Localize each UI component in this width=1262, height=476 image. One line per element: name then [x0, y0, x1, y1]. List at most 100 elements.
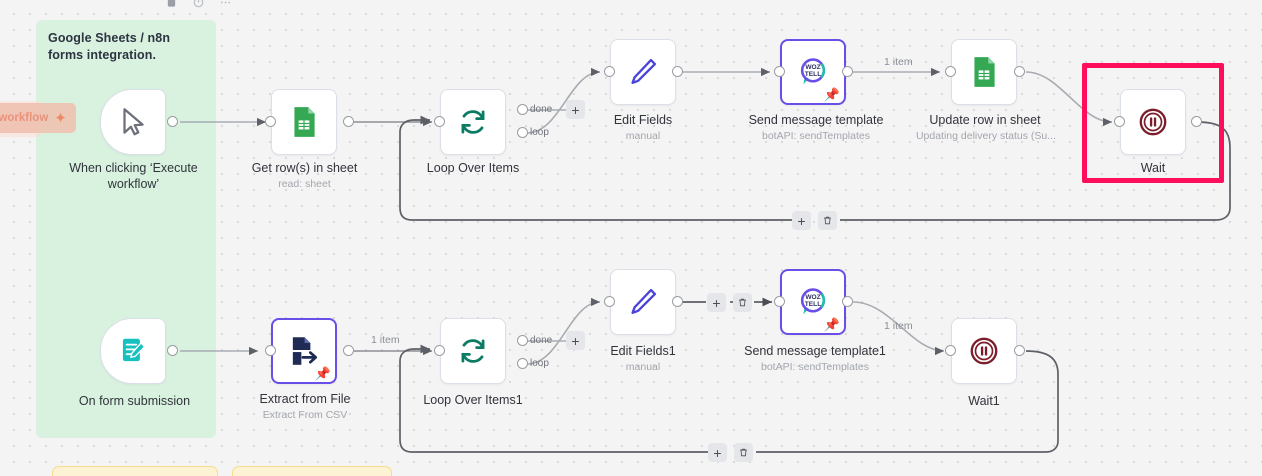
google-sheets-icon	[287, 105, 321, 139]
node-wait1[interactable]	[951, 318, 1017, 384]
port-in-loop-over-items1[interactable]	[434, 345, 445, 356]
selection-highlight	[1082, 63, 1224, 183]
node-subtitle-send-message-template: botAPI: sendTemplates	[762, 130, 870, 142]
node-label-on-form-submission: On form submission	[78, 394, 191, 408]
node-edit-fields1[interactable]	[610, 269, 676, 335]
node-on-form-submission[interactable]	[100, 318, 166, 384]
port-in-wait1[interactable]	[945, 345, 956, 356]
port-out-done-loop-over-items1[interactable]	[517, 335, 528, 346]
port-out-edit-fields1[interactable]	[672, 296, 683, 307]
port-out-on-form-submission[interactable]	[167, 345, 178, 356]
node-label-send-message-template1: Send message template1	[744, 344, 886, 358]
add-node-button-done-1[interactable]: +	[566, 331, 585, 350]
edge-label-extract-to-loop1: 1 item	[371, 334, 400, 346]
node-label-loop-over-items1: Loop Over Items1	[423, 393, 523, 407]
node-subtitle-update-row-in-sheet: Updating delivery status (Su...	[915, 130, 1057, 142]
execute-workflow-label: ute workflow	[0, 112, 49, 124]
add-node-button-loopback-1[interactable]: +	[792, 211, 811, 230]
delete-connection-button-loopback-1[interactable]	[818, 211, 837, 230]
port-out-trigger[interactable]	[167, 116, 178, 127]
node-wait[interactable]	[1120, 89, 1186, 155]
port-in-update-row[interactable]	[945, 66, 956, 77]
plus-glyph: +	[712, 294, 721, 311]
woztell-icon: WOZ TELL	[796, 285, 830, 319]
port-in-edit-fields1[interactable]	[604, 296, 615, 307]
woztell-icon: WOZ TELL	[796, 55, 830, 89]
node-when-clicking-execute-workflow[interactable]	[100, 89, 166, 155]
add-node-button-loopback-2[interactable]: +	[708, 443, 727, 462]
port-in-wait[interactable]	[1114, 116, 1125, 127]
plus-glyph: +	[713, 444, 722, 461]
trash-icon	[739, 298, 746, 307]
sticky-note-yellow-2[interactable]	[232, 466, 392, 476]
port-out-done-loop-over-items[interactable]	[517, 104, 528, 115]
pin-icon: 📌	[823, 317, 840, 332]
plus-glyph: +	[571, 101, 580, 118]
port-in-send-message-template[interactable]	[774, 66, 785, 77]
node-subtitle-get-rows-in-sheet: read: sheet	[278, 178, 331, 190]
edge-label-send-to-update: 1 item	[884, 56, 913, 68]
port-out-edit-fields[interactable]	[672, 66, 683, 77]
port-out-loop-loop-over-items[interactable]	[517, 127, 528, 138]
plus-glyph: +	[797, 212, 806, 229]
port-out-update-row[interactable]	[1014, 66, 1025, 77]
port-out-send-message-template1[interactable]	[842, 296, 853, 307]
node-label-edit-fields: Edit Fields	[613, 113, 673, 127]
port-in-get-rows[interactable]	[265, 116, 276, 127]
port-out-wait1[interactable]	[1014, 345, 1025, 356]
add-node-button-edit-fields1[interactable]: +	[707, 293, 726, 312]
port-out-extract-from-file[interactable]	[343, 345, 354, 356]
port-in-send-message-template1[interactable]	[774, 296, 785, 307]
node-label-loop-over-items: Loop Over Items	[426, 161, 520, 175]
node-label-extract-from-file: Extract from File	[259, 392, 351, 406]
sticky-note-yellow-1[interactable]	[52, 466, 218, 476]
port-label-loop: loop	[530, 127, 549, 138]
port-label-loop-1: loop	[530, 358, 549, 369]
node-label-update-row-in-sheet: Update row in sheet	[929, 113, 1041, 127]
node-loop-over-items1[interactable]	[440, 318, 506, 384]
extract-file-icon	[287, 334, 321, 368]
node-subtitle-extract-from-file: Extract From CSV	[262, 409, 348, 421]
google-sheets-icon	[967, 55, 1001, 89]
node-get-rows-in-sheet[interactable]	[271, 89, 337, 155]
port-in-extract-from-file[interactable]	[265, 345, 276, 356]
node-extract-from-file[interactable]: 📌	[271, 318, 337, 384]
form-icon	[116, 334, 150, 368]
node-edit-fields[interactable]	[610, 39, 676, 105]
svg-text:WOZ: WOZ	[805, 294, 820, 301]
execute-workflow-button[interactable]: ute workflow ✦	[0, 103, 76, 133]
delete-connection-button-edit-fields1[interactable]	[733, 293, 752, 312]
deactivate-icon[interactable]	[192, 0, 205, 9]
node-label-edit-fields1: Edit Fields1	[610, 344, 676, 358]
port-in-loop-over-items[interactable]	[434, 116, 445, 127]
port-out-wait[interactable]	[1191, 116, 1202, 127]
pencil-icon	[626, 55, 660, 89]
svg-text:TELL: TELL	[805, 301, 821, 308]
node-update-row-in-sheet[interactable]	[951, 39, 1017, 105]
svg-text:WOZ: WOZ	[805, 64, 820, 71]
node-label-wait1: Wait1	[968, 394, 1000, 408]
node-send-message-template1[interactable]: WOZ TELL 📌	[780, 269, 846, 335]
node-label-send-message-template: Send message template	[748, 113, 884, 127]
add-node-button-done[interactable]: +	[566, 100, 585, 119]
node-send-message-template[interactable]: WOZ TELL 📌	[780, 39, 846, 105]
trash-icon	[740, 448, 747, 457]
delete-connection-button-loopback-2[interactable]	[734, 443, 753, 462]
mouse-pointer-icon	[116, 105, 150, 139]
more-options-icon[interactable]	[219, 0, 232, 9]
plus-glyph: +	[571, 332, 580, 349]
svg-text:TELL: TELL	[805, 71, 821, 78]
port-out-get-rows[interactable]	[343, 116, 354, 127]
sticky-note-text: Google Sheets / n8n forms integration.	[48, 31, 171, 62]
delete-icon[interactable]	[165, 0, 178, 9]
node-subtitle-edit-fields1: manual	[625, 361, 661, 373]
port-out-loop-loop-over-items1[interactable]	[517, 358, 528, 369]
pencil-icon	[626, 285, 660, 319]
node-loop-over-items[interactable]	[440, 89, 506, 155]
loop-icon	[456, 105, 490, 139]
port-in-edit-fields[interactable]	[604, 66, 615, 77]
node-toolbar[interactable]	[165, 0, 232, 9]
port-out-send-message-template[interactable]	[842, 66, 853, 77]
